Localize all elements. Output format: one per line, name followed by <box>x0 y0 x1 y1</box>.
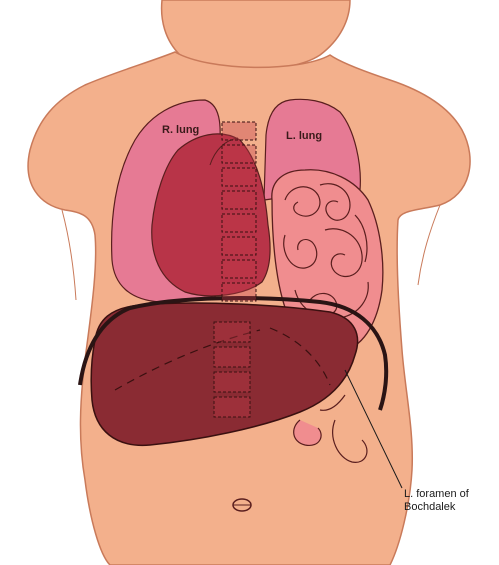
right-lung-label: R. lung <box>162 124 199 136</box>
left-arm-fold <box>418 205 440 285</box>
foramen-label-line1: L. foramen of <box>404 488 469 501</box>
right-arm-fold <box>62 210 76 300</box>
left-lung-label: L. lung <box>286 130 322 142</box>
foramen-label-line2: Bochdalek <box>404 501 455 514</box>
